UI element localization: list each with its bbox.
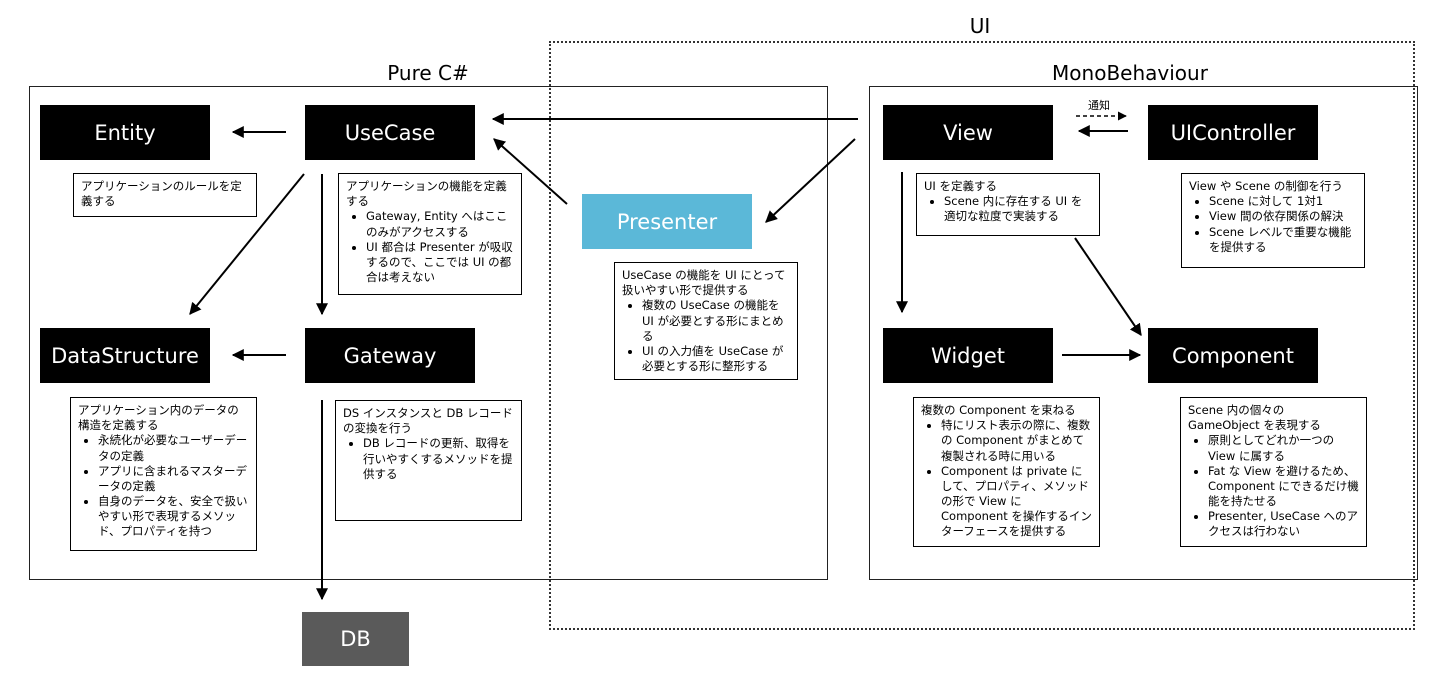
uicontroller-node: UIController [1148,105,1318,160]
presenter-node: Presenter [582,194,752,249]
view-description-lead: UI を定義する [924,179,997,193]
usecase-description-item: UI 都合は Presenter が吸収するので、ここでは UI の都合は考えな… [366,240,514,286]
entity-description: アプリケーションのルールを定義する [73,173,257,217]
component-description-lead: Scene 内の個々の GameObject を表現する [1188,403,1321,433]
arrow-presenter-to-usecase [493,138,568,205]
entity-node: Entity [40,105,210,160]
gateway-description: DS インスタンスと DB レコードの変換を行う DB レコードの更新、取得を行… [335,400,522,521]
uicontroller-description-item: Scene レベルで重要な機能を提供する [1209,225,1357,255]
ui-region [549,41,1415,630]
datastructure-node: DataStructure [40,328,210,383]
presenter-description: UseCase の機能を UI にとって扱いやすい形で提供する 複数の UseC… [614,262,798,380]
usecase-description: アプリケーションの機能を定義する Gateway, Entity へはここのみが… [338,173,522,295]
arrow-view-to-presenter [765,138,856,223]
widget-description-lead: 複数の Component を束ねる [921,403,1076,417]
mono-region-label: MonoBehaviour [1052,61,1208,85]
uicontroller-description-item: View 間の依存関係の解決 [1209,209,1357,224]
presenter-description-lead: UseCase の機能を UI にとって扱いやすい形で提供する [622,268,786,298]
gateway-description-lead: DS インスタンスと DB レコードの変換を行う [343,406,513,436]
presenter-description-item: UI の入力値を UseCase が必要とする形に整形する [642,344,790,374]
datastructure-description: アプリケーション内のデータの構造を定義する 永続化が必要なユーザーデータの定義 … [70,397,257,551]
usecase-description-lead: アプリケーションの機能を定義する [346,179,507,209]
usecase-description-item: Gateway, Entity へはここのみがアクセスする [366,209,514,239]
pure-cs-region [29,86,828,580]
widget-node: Widget [883,328,1053,383]
ui-region-label: UI [969,14,991,38]
presenter-description-item: 複数の UseCase の機能を UI が必要とする形にまとめる [642,298,790,344]
component-node: Component [1148,328,1318,383]
uicontroller-description-item: Scene に対して 1対1 [1209,194,1357,209]
view-description-item: Scene 内に存在する UI を適切な粒度で実装する [944,194,1092,224]
uicontroller-description-lead: View や Scene の制御を行う [1189,179,1343,193]
widget-description: 複数の Component を束ねる 特にリスト表示の際に、複数の Compon… [913,397,1100,547]
arrow-usecase-to-datastructure [189,173,305,315]
datastructure-description-item: アプリに含まれるマスターデータの定義 [98,464,249,494]
db-node: DB [302,612,409,666]
datastructure-description-item: 永続化が必要なユーザーデータの定義 [98,433,249,463]
component-description-item: Presenter, UseCase へのアクセスは行わない [1208,509,1359,539]
gateway-node: Gateway [305,328,475,383]
notify-label: 通知 [1088,99,1110,112]
gateway-description-item: DB レコードの更新、取得を行いやすくするメソッドを提供する [363,436,514,482]
component-description-item: Fat な View を避けるため、Component にできるだけ機能を持たせ… [1208,464,1359,510]
usecase-node: UseCase [305,105,475,160]
arrow-view-to-component [1074,237,1142,336]
view-node: View [883,105,1053,160]
datastructure-description-lead: アプリケーション内のデータの構造を定義する [78,403,239,433]
uicontroller-description: View や Scene の制御を行う Scene に対して 1対1 View … [1181,173,1365,268]
component-description: Scene 内の個々の GameObject を表現する 原則としてどれか一つの… [1180,397,1367,547]
mono-region [869,86,1418,580]
widget-description-item: 特にリスト表示の際に、複数の Component がまとめて複製される時に用いる [941,418,1092,464]
datastructure-description-item: 自身のデータを、安全で扱いやすい形で表現するメソッド、プロパティを持つ [98,494,249,540]
pure-cs-region-label: Pure C# [387,61,469,85]
view-description: UI を定義する Scene 内に存在する UI を適切な粒度で実装する [916,173,1100,236]
component-description-item: 原則としてどれか一つの View に属する [1208,433,1359,463]
entity-description-lead: アプリケーションのルールを定義する [81,179,242,209]
widget-description-item: Component は private にして、プロパティ、メソッドの形で Vi… [941,464,1092,540]
